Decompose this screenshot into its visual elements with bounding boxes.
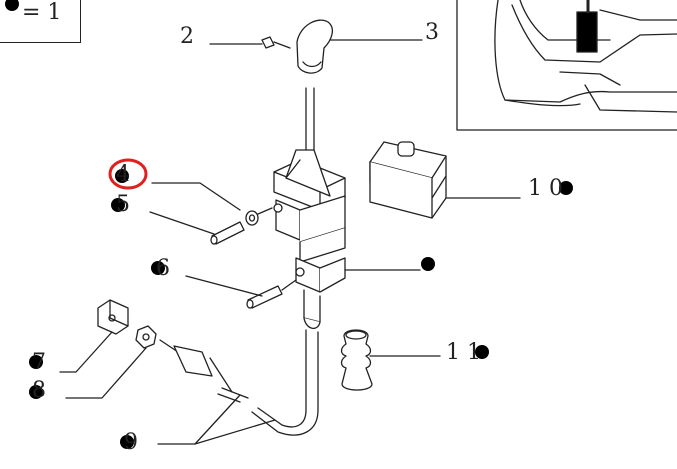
part-cable-9 xyxy=(157,329,319,445)
callout-11: 1 1 xyxy=(446,340,481,365)
bullet-10-icon xyxy=(559,181,573,195)
bullet-5-icon xyxy=(111,198,125,212)
part-knob-3 xyxy=(296,19,423,74)
lever-rod xyxy=(305,87,315,159)
legend-box: = 1 xyxy=(0,0,81,43)
bullet-valve-icon xyxy=(421,257,435,271)
part-clevis-7 xyxy=(59,299,129,373)
callout-bullets xyxy=(29,169,573,449)
part-pin-6 xyxy=(185,275,297,309)
legend-text: = 1 xyxy=(22,0,62,25)
part-valve-body xyxy=(273,149,421,329)
part-nut-8 xyxy=(65,325,157,399)
callout-3: 3 xyxy=(425,20,439,45)
callout-5: 5 xyxy=(116,192,130,217)
part-boot-11 xyxy=(340,329,441,391)
inset-view xyxy=(456,0,677,131)
legend-bullet-icon xyxy=(5,0,19,11)
bullet-9-icon xyxy=(120,435,134,449)
callout-2: 2 xyxy=(180,24,194,49)
callout-6: 6 xyxy=(156,256,170,281)
part-block-10 xyxy=(369,141,521,219)
highlight-circle-icon xyxy=(108,158,148,190)
part-screw-2 xyxy=(209,36,291,49)
bullet-7-icon xyxy=(29,355,43,369)
callout-7: 7 xyxy=(32,350,46,375)
bullet-8-icon xyxy=(29,385,43,399)
callout-9: 9 xyxy=(124,430,138,455)
callout-8: 8 xyxy=(32,378,46,403)
callout-10: 1 0 xyxy=(528,176,563,201)
part-pin-5 xyxy=(149,182,273,245)
callout-4: 4 xyxy=(116,162,130,187)
bullet-11-icon xyxy=(475,345,489,359)
bullet-6-icon xyxy=(151,261,165,275)
bullet-4-icon xyxy=(115,169,129,183)
